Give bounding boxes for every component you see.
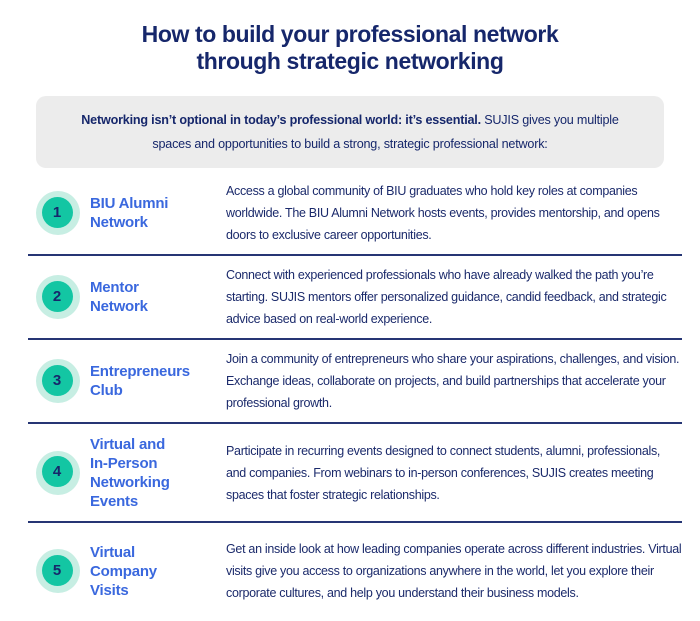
list-item-biu-alumni-network: 1 BIU Alumni Network Access a global com… (28, 172, 682, 256)
item-heading: Entrepreneurs Club (90, 363, 190, 399)
item-heading: BIU Alumni Network (90, 195, 169, 231)
item-number: 1 (52, 203, 62, 221)
number-badge: 4 (36, 450, 80, 495)
badge-column: 3 (36, 359, 90, 403)
item-number: 5 (52, 561, 62, 579)
item-heading: Virtual Company Visits (90, 543, 157, 599)
intro-bold-text: Networking isn’t optional in today’s pro… (81, 113, 481, 127)
page-title-line-2: through strategic networking (196, 48, 504, 74)
item-number: 4 (52, 463, 62, 480)
badge-column: 5 (36, 549, 90, 593)
list-item-networking-events: 4 Virtual and In-Person Networking Event… (28, 424, 682, 523)
badge-column: 2 (36, 275, 90, 319)
item-description: Connect with experienced professionals w… (226, 268, 667, 326)
number-badge: 5 (36, 549, 80, 593)
item-description: Get an inside look at how leading compan… (226, 542, 682, 600)
list-item-virtual-company-visits: 5 Virtual Company Visits Get an inside l… (28, 523, 682, 619)
item-heading: Mentor Network (90, 279, 148, 315)
number-badge-inner: 3 (41, 364, 73, 396)
item-description: Join a community of entrepreneurs who sh… (226, 352, 680, 410)
number-badge-inner: 2 (41, 280, 73, 312)
list-item-mentor-network: 2 Mentor Network Connect with experience… (28, 256, 682, 340)
item-heading: Virtual and In-Person Networking Events (90, 435, 170, 510)
network-options-list: 1 BIU Alumni Network Access a global com… (28, 172, 682, 619)
item-number: 2 (52, 287, 62, 305)
intro-regular-text: SUJIS gives you multiple spaces and oppo… (152, 113, 619, 151)
number-badge: 1 (36, 191, 80, 235)
badge-column: 1 (36, 191, 90, 235)
page-title-line-1: How to build your professional network (141, 21, 559, 47)
badge-column: 4 (36, 450, 90, 495)
page-title: How to build your professional network t… (0, 21, 700, 75)
number-badge-inner: 4 (41, 456, 73, 487)
networking-infographic: How to build your professional network t… (0, 21, 700, 621)
intro-box: Networking isn’t optional in today’s pro… (36, 96, 664, 168)
item-description: Access a global community of BIU graduat… (226, 184, 660, 242)
number-badge: 3 (36, 359, 80, 403)
item-number: 3 (52, 371, 62, 389)
item-description: Participate in recurring events designed… (226, 443, 661, 502)
number-badge-inner: 1 (41, 196, 73, 228)
list-item-entrepreneurs-club: 3 Entrepreneurs Club Join a community of… (28, 340, 682, 424)
number-badge: 2 (36, 275, 80, 319)
number-badge-inner: 5 (41, 554, 73, 586)
